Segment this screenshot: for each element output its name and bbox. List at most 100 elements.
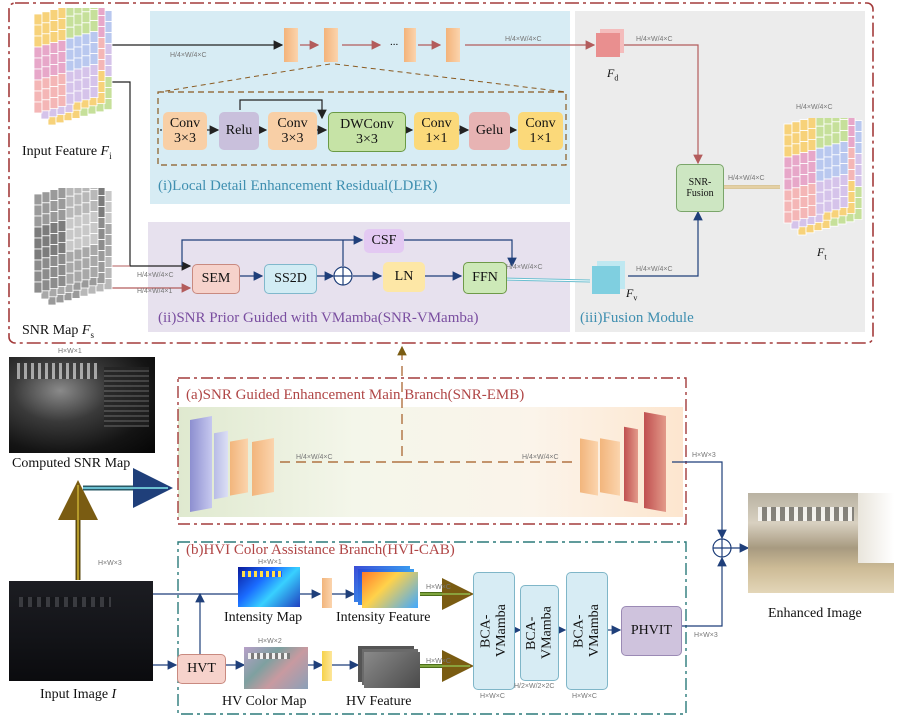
grid-cell — [41, 213, 51, 226]
grid-cell — [65, 217, 75, 230]
grid-cell — [41, 224, 51, 237]
grid-cell — [81, 55, 91, 68]
grid-cell — [89, 233, 99, 245]
grid-cell — [73, 35, 83, 48]
grid-cell — [73, 248, 83, 261]
intensity-map-image — [238, 567, 300, 607]
grid-cell — [823, 167, 833, 180]
grid-cell — [57, 84, 67, 96]
grid-cell — [791, 176, 801, 189]
grid-cell — [791, 143, 801, 156]
grid-cell — [49, 233, 59, 245]
grid-cell — [81, 202, 91, 215]
grid-cell — [57, 220, 67, 232]
grid-cell — [33, 68, 43, 81]
fd-cube — [596, 33, 620, 57]
grid-cell — [839, 152, 849, 164]
grid-cell — [831, 121, 841, 134]
grid-cell — [81, 191, 91, 204]
grid-cell — [73, 270, 83, 283]
grid-cell — [807, 161, 817, 173]
grid-cell — [823, 118, 833, 125]
fd-label: Fd — [607, 66, 619, 83]
dim-fusion-out: H/4×W/4×C — [728, 175, 765, 182]
grid-cell — [815, 158, 825, 171]
grid-cell — [33, 193, 43, 206]
ldr-conv3x3-1: Conv 3×3 — [163, 112, 207, 150]
grid-cell — [49, 211, 59, 224]
grid-cell — [73, 79, 83, 92]
feature-block-3 — [404, 28, 416, 62]
dim-output-top: H/4×W/4×C — [796, 104, 833, 111]
fusion-caption: (iii)Fusion Module — [580, 310, 694, 326]
grid-cell — [823, 200, 833, 213]
grid-cell — [65, 188, 75, 197]
intensity-feature-stack — [354, 566, 420, 610]
grid-cell — [89, 9, 99, 21]
grid-cell — [783, 156, 793, 169]
fv-label: Fv — [626, 286, 638, 303]
grid-cell — [65, 195, 75, 208]
grid-cell — [73, 57, 83, 70]
grid-cell — [81, 8, 91, 13]
grid-cell — [33, 237, 43, 250]
grid-cell — [89, 211, 99, 224]
ft-label: Ft — [817, 245, 827, 262]
grid-cell — [49, 42, 59, 54]
grid-cell — [815, 191, 825, 204]
dim-ldr-out: H/4×W/4×C — [505, 36, 542, 43]
bca-vmamba-1: BCA- VMamba — [473, 572, 515, 690]
grid-cell — [839, 119, 849, 131]
grid-cell — [73, 90, 83, 103]
grid-cell — [783, 178, 793, 191]
grid-cell — [839, 163, 849, 175]
dim-hv-map: H×W×2 — [258, 638, 282, 645]
grid-cell — [799, 207, 809, 219]
grid-cell — [783, 167, 793, 180]
grid-cell — [49, 75, 59, 87]
grid-cell — [815, 125, 825, 138]
grid-cell — [49, 266, 59, 278]
grid-cell — [783, 211, 793, 224]
dim-bca-3: H×W×C — [572, 693, 597, 700]
grid-cell — [815, 136, 825, 149]
intensity-feature-label: Intensity Feature — [336, 610, 431, 625]
grid-cell — [65, 261, 75, 274]
grid-cell — [103, 98, 113, 110]
input-image — [9, 581, 153, 681]
computed-snr-label: Computed SNR Map — [12, 456, 131, 471]
hv-color-map-label: HV Color Map — [222, 694, 307, 709]
grid-cell — [49, 222, 59, 234]
grid-cell — [41, 77, 51, 90]
top-frame — [8, 2, 874, 344]
encoder-block-3 — [230, 438, 248, 496]
grid-cell — [57, 51, 67, 63]
output-feature-grid — [783, 118, 863, 236]
grid-cell — [65, 59, 75, 72]
grid-cell — [57, 264, 67, 276]
grid-cell — [81, 66, 91, 79]
grid-cell — [783, 200, 793, 213]
csf-block: CSF — [364, 229, 404, 253]
dim-hv-feature: H×W×C — [426, 658, 451, 665]
dim-snr-map: H×W×1 — [58, 348, 82, 355]
grid-cell — [33, 281, 43, 294]
grid-cell — [33, 204, 43, 217]
grid-cell — [49, 86, 59, 98]
grid-cell — [799, 185, 809, 197]
grid-cell — [33, 248, 43, 261]
decoder-block-1 — [580, 438, 598, 496]
grid-cell — [73, 188, 83, 195]
grid-cell — [799, 141, 809, 154]
grid-cell — [807, 118, 817, 129]
sem-block: SEM — [192, 264, 240, 294]
grid-cell — [73, 13, 83, 26]
grid-cell — [41, 33, 51, 46]
grid-cell — [57, 17, 67, 30]
grid-cell — [41, 202, 51, 215]
grid-cell — [799, 174, 809, 186]
intensity-map-label: Intensity Map — [224, 610, 303, 625]
input-feature-label: Input Feature Fi — [22, 144, 112, 161]
ln-block: LN — [383, 262, 425, 292]
